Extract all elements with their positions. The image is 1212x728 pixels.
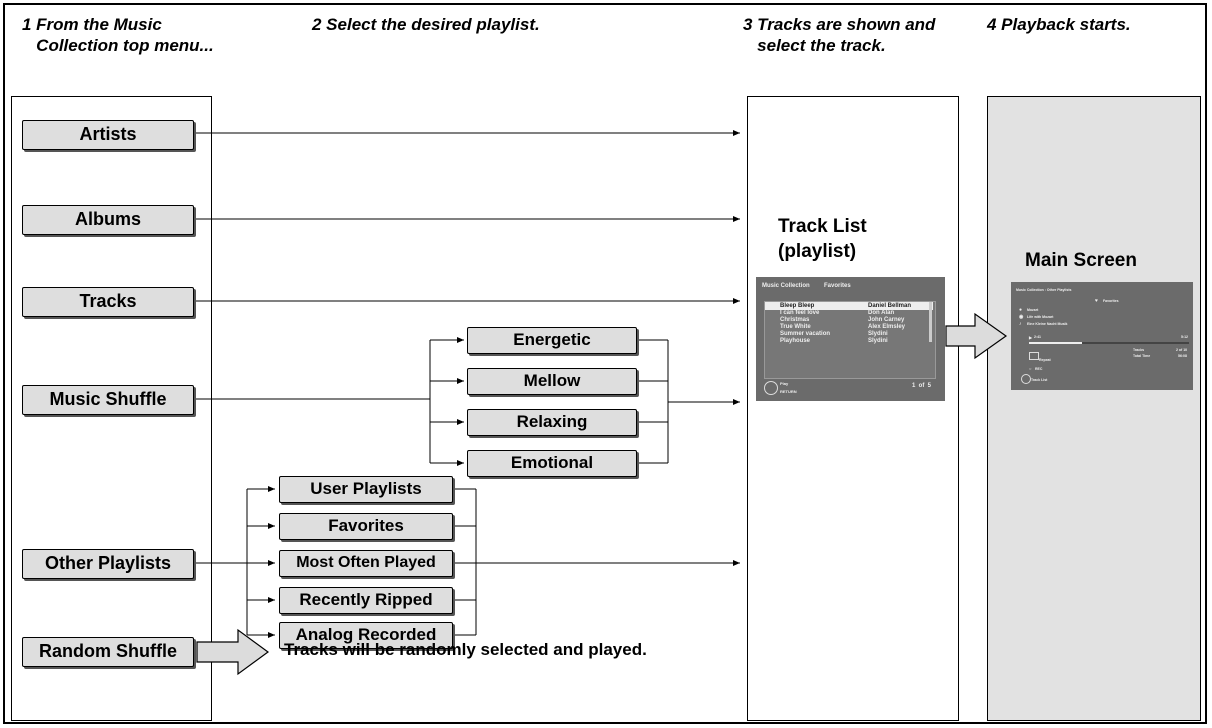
mood-relaxing-button[interactable]: Relaxing <box>467 409 637 436</box>
tl-page-indicator: 1 of 5 <box>912 383 932 389</box>
ms-play-icon: ▶ <box>1029 335 1033 340</box>
ms-heart-icon: ♥ <box>1095 298 1098 304</box>
to-main-screen-arrow <box>945 312 1008 360</box>
music-shuffle-button[interactable]: Music Shuffle <box>22 385 194 415</box>
ms-progress-fill <box>1029 342 1082 344</box>
tl-row-artist[interactable]: Slydini <box>868 338 888 344</box>
random-shuffle-arrow <box>196 628 270 676</box>
track-list-screen: Music Collection Favorites Bleep Bleep D… <box>756 277 945 401</box>
track-list-title: Track List (playlist) <box>778 216 867 262</box>
ms-track: Eine Kleine Nacht Musik <box>1027 322 1068 326</box>
random-shuffle-button[interactable]: Random Shuffle <box>22 637 194 667</box>
track-list-panel <box>747 96 959 721</box>
tl-row-title[interactable]: True White <box>780 324 811 330</box>
ms-artist: Mozart <box>1027 308 1039 312</box>
tl-remote-icon <box>764 381 778 395</box>
ms-rec: REC <box>1035 367 1043 371</box>
playlist-favorites-button[interactable]: Favorites <box>279 513 453 540</box>
mood-emotional-button[interactable]: Emotional <box>467 450 637 477</box>
ms-remote-icon <box>1021 374 1031 384</box>
top-menu-panel <box>11 96 212 721</box>
playlist-analog-recorded-button[interactable]: Analog Recorded <box>279 622 453 649</box>
ms-track-list: Track List <box>1031 378 1048 382</box>
main-screen-title: Main Screen <box>1025 250 1137 271</box>
tl-row-title[interactable]: Bleep Bleep <box>780 303 815 309</box>
ms-total: 5:12 <box>1181 335 1189 339</box>
ms-album: Life with Mozart <box>1027 315 1054 319</box>
tl-scrollbar[interactable] <box>929 302 932 342</box>
playlist-recently-ripped-button[interactable]: Recently Ripped <box>279 587 453 614</box>
playlist-user-button[interactable]: User Playlists <box>279 476 453 503</box>
ms-artist-icon: ● <box>1019 307 1023 313</box>
tl-row-artist[interactable]: John Carney <box>868 317 905 323</box>
artists-button[interactable]: Artists <box>22 120 194 150</box>
ms-repeat: Repeat <box>1039 358 1051 362</box>
tl-highlight-row <box>765 302 933 310</box>
ms-tracks-value: 2 of 10 <box>1176 348 1188 352</box>
ms-rec-icon: ○ <box>1029 366 1032 371</box>
tl-header-left: Music Collection <box>762 283 810 289</box>
playlist-most-often-played-button[interactable]: Most Often Played <box>279 550 453 577</box>
tl-row-title[interactable]: Playhouse <box>780 338 811 344</box>
ms-total-time-value: 56:08 <box>1178 354 1187 358</box>
other-playlists-button[interactable]: Other Playlists <box>22 549 194 579</box>
ms-note-icon: ♪ <box>1019 321 1022 327</box>
tl-list-box <box>764 301 936 379</box>
tl-row-title[interactable]: I can feel love <box>780 310 820 316</box>
step-1-caption: 1 From the Music Collection top menu... <box>22 15 214 55</box>
tl-header-right: Favorites <box>824 283 851 289</box>
step-4-caption: 4 Playback starts. <box>987 15 1131 34</box>
tl-row-artist[interactable]: Daniel Bellman <box>868 303 912 309</box>
mood-mellow-button[interactable]: Mellow <box>467 368 637 395</box>
ms-repeat-icon <box>1029 352 1039 360</box>
albums-button[interactable]: Albums <box>22 205 194 235</box>
step-3-caption: 3 Tracks are shown and select the track. <box>743 15 936 55</box>
diagram-frame <box>3 3 1207 724</box>
main-screen-panel <box>987 96 1201 721</box>
random-shuffle-note: Tracks will be randomly selected and pla… <box>284 640 647 659</box>
ms-progress-bar[interactable] <box>1029 342 1189 344</box>
tracks-button[interactable]: Tracks <box>22 287 194 317</box>
main-screen-preview: Music Collection : Other Playlists ♥ Fav… <box>1011 282 1193 390</box>
tl-row-artist[interactable]: Slydini <box>868 331 888 337</box>
tl-row-title[interactable]: Christmas <box>780 317 810 323</box>
tl-row-artist[interactable]: Don Alan <box>868 310 895 316</box>
tl-return-label: RETURN <box>780 389 797 394</box>
ms-header: Music Collection : Other Playlists <box>1016 288 1072 292</box>
ms-tracks-label: Tracks <box>1133 348 1145 352</box>
mood-energetic-button[interactable]: Energetic <box>467 327 637 354</box>
tl-play-label: Play <box>780 381 789 386</box>
ms-total-time-label: Total Time <box>1133 354 1151 358</box>
step-2-caption: 2 Select the desired playlist. <box>312 15 540 34</box>
ms-playlist-name: Favorites <box>1103 299 1119 303</box>
tl-row-title[interactable]: Summer vacation <box>780 331 831 337</box>
tl-row-artist[interactable]: Alex Elmsley <box>868 324 906 330</box>
ms-elapsed: 2:41 <box>1034 335 1042 339</box>
ms-album-icon: ◉ <box>1019 314 1024 320</box>
